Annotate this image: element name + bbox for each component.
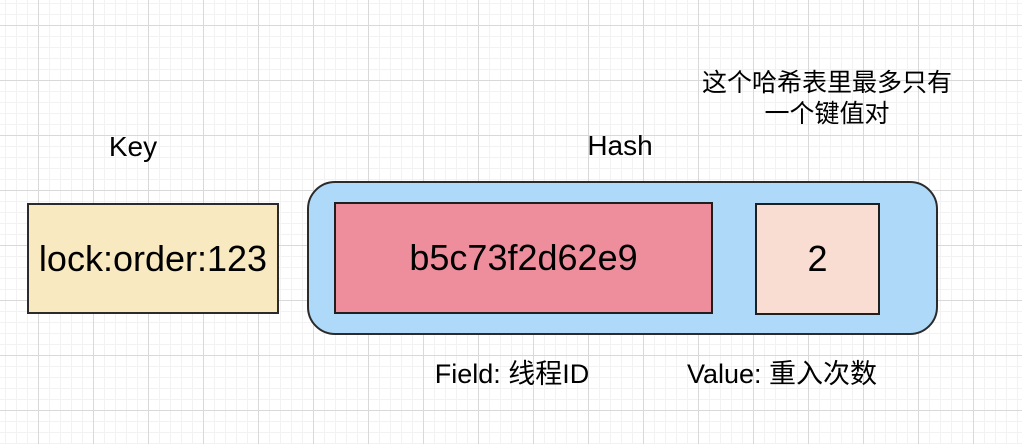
- annotation-line-2: 一个键值对: [764, 100, 890, 128]
- value-node-text: 2: [807, 238, 828, 279]
- value-node: 2: [755, 203, 880, 315]
- annotation-text: 这个哈希表里最多只有 一个键值对: [702, 68, 952, 130]
- field-caption: Field: 线程ID: [434, 359, 590, 389]
- value-caption: Value: 重入次数: [686, 359, 878, 389]
- key-node-text: lock:order:123: [38, 237, 268, 279]
- hash-heading: Hash: [587, 130, 653, 161]
- annotation-line-1: 这个哈希表里最多只有: [701, 69, 953, 97]
- field-node-text: b5c73f2d62e9: [409, 237, 638, 278]
- field-node: b5c73f2d62e9: [334, 202, 713, 314]
- key-node: lock:order:123: [27, 203, 279, 314]
- key-heading: Key: [108, 131, 158, 162]
